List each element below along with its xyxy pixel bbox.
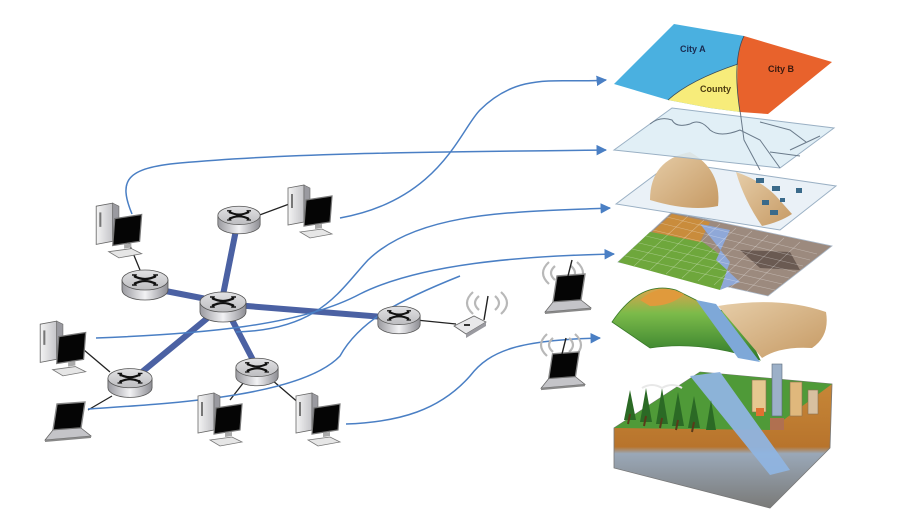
wireless-laptop-icon[interactable] <box>540 351 586 391</box>
router-icon[interactable] <box>106 367 154 399</box>
router-icon[interactable] <box>216 205 262 235</box>
region-label-county: County <box>700 84 731 94</box>
laptop-antenna <box>567 259 573 277</box>
curve-to-political[interactable] <box>339 75 608 219</box>
wireless-access-point-icon[interactable] <box>453 295 489 338</box>
layer-parcels <box>612 107 836 171</box>
layer-raster <box>617 211 833 297</box>
gis-layer-stack: City A City B County <box>611 24 838 509</box>
desktop-computer-icon[interactable] <box>95 202 143 259</box>
layer-mapping-curves <box>87 75 616 425</box>
network-backbone-links <box>139 227 399 375</box>
region-label-city-b: City B <box>768 64 795 74</box>
access-link <box>83 349 111 373</box>
router-icon[interactable] <box>120 268 170 302</box>
desktop-computer-icon[interactable] <box>295 392 341 447</box>
access-link <box>271 379 301 405</box>
layer-real-world <box>613 363 833 509</box>
router-icon[interactable] <box>198 290 248 324</box>
laptop-icon[interactable] <box>44 401 92 443</box>
backbone-link <box>219 227 239 303</box>
curve-to-raster[interactable] <box>95 248 616 339</box>
access-link <box>415 319 457 325</box>
layer-elevation <box>611 287 827 362</box>
desktop-computer-icon[interactable] <box>39 320 87 377</box>
region-label-city-a: City A <box>680 44 706 54</box>
desktop-computer-icon[interactable] <box>287 184 333 239</box>
router-icon[interactable] <box>376 305 422 335</box>
forest-trees <box>624 388 716 433</box>
curve-from-laptop[interactable] <box>87 275 461 410</box>
city-buildings <box>751 363 819 430</box>
raster-grid-lines <box>624 215 818 293</box>
routers <box>106 205 422 399</box>
backbone-link <box>219 301 399 321</box>
laptop-antenna <box>561 337 567 355</box>
access-link <box>87 395 113 411</box>
backbone-link <box>227 313 257 365</box>
router-icon[interactable] <box>234 357 280 387</box>
layer-political: City A City B County <box>614 24 832 114</box>
backbone-link <box>139 313 213 375</box>
curve-to-parcels[interactable] <box>125 144 608 215</box>
desktop-computer-icon[interactable] <box>197 392 243 447</box>
layer-land-use <box>614 152 838 231</box>
access-link <box>229 381 245 401</box>
hosts <box>39 184 341 447</box>
building-lots <box>756 178 802 215</box>
curve-to-land-use[interactable] <box>235 203 612 333</box>
wireless-laptop-icon[interactable] <box>544 273 592 315</box>
wireless-segment <box>453 259 592 391</box>
